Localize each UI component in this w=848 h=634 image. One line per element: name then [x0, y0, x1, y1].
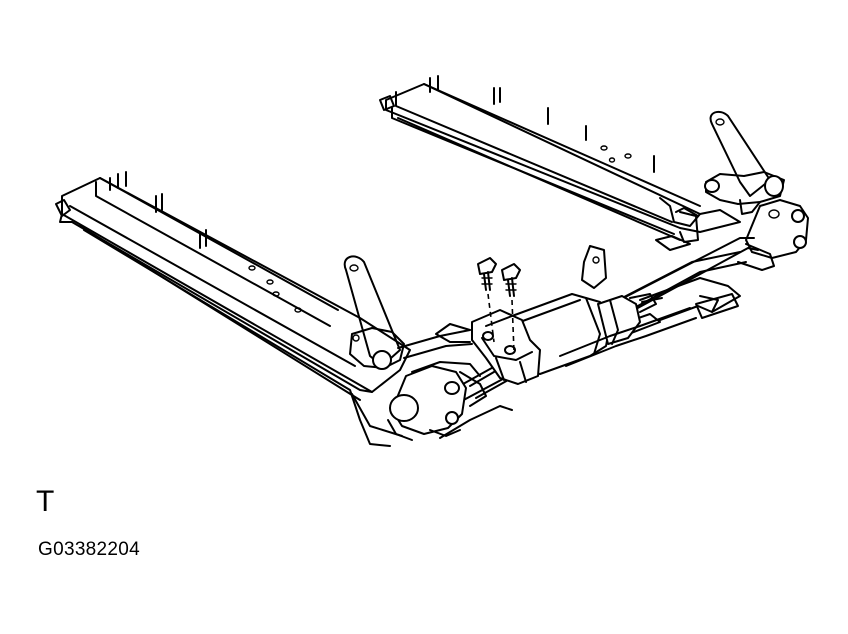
bolt-guide-lines	[487, 293, 515, 353]
mounting-bracket	[581, 245, 607, 289]
left-lift-arm	[343, 255, 513, 441]
seat-motor	[435, 293, 663, 385]
cross-strap	[559, 307, 697, 367]
right-seat-rail	[379, 75, 741, 241]
bolt-left	[477, 257, 497, 291]
view-letter-label: T	[36, 485, 55, 518]
bolt-right	[501, 263, 521, 297]
left-seat-rail	[55, 171, 411, 447]
right-lift-arm	[655, 110, 809, 271]
figure-code-label: G03382204	[38, 539, 141, 560]
